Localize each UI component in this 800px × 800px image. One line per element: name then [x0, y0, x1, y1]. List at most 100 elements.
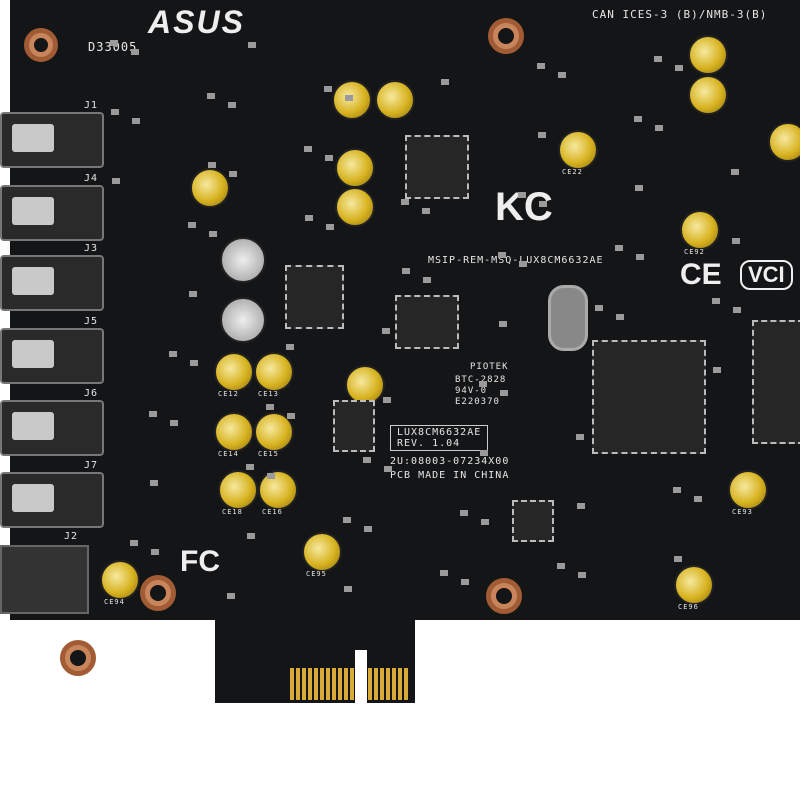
smd-component	[636, 254, 644, 260]
audio-jack[interactable]	[0, 185, 104, 241]
capacitor-label: CE95	[306, 570, 327, 578]
capacitor	[688, 35, 728, 75]
capacitor	[674, 565, 714, 605]
smd-component	[423, 277, 431, 283]
ul-code: BTC-2828	[455, 375, 507, 385]
smd-component	[130, 540, 138, 546]
smd-component	[557, 563, 565, 569]
smd-component	[576, 434, 584, 440]
capacitor-label: CE22	[562, 168, 583, 176]
smd-component	[364, 526, 372, 532]
capacitor	[335, 148, 375, 188]
gold-finger	[404, 668, 408, 700]
smd-component	[616, 314, 624, 320]
part-code: D33005	[88, 40, 138, 54]
smd-component	[247, 533, 255, 539]
smd-component	[149, 411, 157, 417]
asus-logo: ASUS	[148, 4, 245, 40]
fc-mark: FC	[180, 545, 220, 578]
smd-component	[266, 404, 274, 410]
smd-component	[460, 510, 468, 516]
capacitor-label: CE92	[684, 248, 705, 256]
capacitor-label: CE96	[678, 603, 699, 611]
smd-component	[461, 579, 469, 585]
compliance-text: CAN ICES-3 (B)/NMB-3(B)	[592, 8, 768, 21]
smd-component	[733, 307, 741, 313]
gold-finger	[386, 668, 390, 700]
opamp-chip	[285, 265, 344, 329]
smd-component	[345, 95, 353, 101]
ic-chip	[395, 295, 459, 349]
capacitor-label: CE93	[732, 508, 753, 516]
capacitor	[214, 352, 254, 392]
jack-label: J7	[84, 460, 99, 471]
smd-component	[343, 517, 351, 523]
smd-component	[595, 305, 603, 311]
spdif-port[interactable]	[0, 545, 89, 614]
capacitor-label: CE14	[218, 450, 239, 458]
capacitor	[302, 532, 342, 572]
gold-finger	[290, 668, 294, 700]
capacitor	[728, 470, 768, 510]
smd-component	[227, 593, 235, 599]
capacitor-label: CE16	[262, 508, 283, 516]
capacitor-label: CE12	[218, 390, 239, 398]
smd-component	[578, 572, 586, 578]
smd-component	[675, 65, 683, 71]
capacitor	[258, 470, 298, 510]
audio-jack[interactable]	[0, 472, 104, 528]
smd-component	[713, 367, 721, 373]
smd-component	[732, 238, 740, 244]
ic-chip	[752, 320, 800, 444]
capacitor	[375, 80, 415, 120]
smd-component	[190, 360, 198, 366]
gold-finger	[398, 668, 402, 700]
smd-component	[539, 201, 547, 207]
smd-component	[480, 450, 488, 456]
gold-finger	[374, 668, 378, 700]
mount-hole	[140, 575, 176, 611]
jack-label: J2	[64, 531, 79, 542]
capacitor	[345, 365, 385, 405]
smd-component	[519, 261, 527, 267]
smd-component	[110, 40, 118, 46]
gold-finger	[368, 668, 372, 700]
smd-component	[326, 224, 334, 230]
ce-mark: CE	[680, 258, 722, 291]
smd-component	[577, 503, 585, 509]
capacitor-label: CE15	[258, 450, 279, 458]
smd-component	[537, 63, 545, 69]
ul-file: E220370	[455, 397, 500, 407]
smd-component	[170, 420, 178, 426]
smd-component	[479, 381, 487, 387]
smd-component	[500, 390, 508, 396]
gold-finger	[314, 668, 318, 700]
smd-component	[151, 549, 159, 555]
smd-component	[383, 397, 391, 403]
gold-finger	[326, 668, 330, 700]
smd-component	[363, 457, 371, 463]
smd-component	[615, 245, 623, 251]
smd-component	[634, 116, 642, 122]
pcie-notch	[355, 650, 367, 705]
smd-component	[674, 556, 682, 562]
capacitor	[688, 75, 728, 115]
capacitor-label: CE18	[222, 508, 243, 516]
smd-component	[401, 199, 409, 205]
smd-component	[498, 252, 506, 258]
smd-component	[382, 328, 390, 334]
smd-component	[189, 291, 197, 297]
capacitor	[218, 470, 258, 510]
capacitor	[335, 187, 375, 227]
audio-jack[interactable]	[0, 255, 104, 311]
audio-jack[interactable]	[0, 328, 104, 384]
audio-jack[interactable]	[0, 112, 104, 168]
smd-component	[246, 464, 254, 470]
smd-component	[209, 231, 217, 237]
capacitor	[680, 210, 720, 250]
smd-component	[655, 125, 663, 131]
gold-finger	[350, 668, 354, 700]
smd-component	[422, 208, 430, 214]
gold-finger	[332, 668, 336, 700]
audio-jack[interactable]	[0, 400, 104, 456]
